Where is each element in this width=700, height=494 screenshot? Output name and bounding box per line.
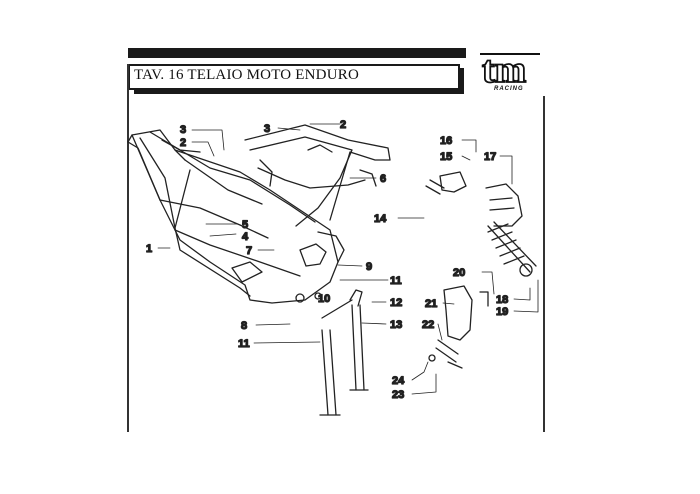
callout-1: 1	[146, 243, 152, 255]
callout-16: 16	[440, 135, 452, 147]
callout-14: 14	[374, 213, 387, 225]
left-border	[127, 64, 129, 432]
callout-23: 23	[392, 389, 404, 401]
rear-subframe	[244, 124, 391, 227]
callout-21: 21	[425, 298, 437, 310]
callout-11b: 11	[390, 275, 402, 287]
logo-mark: tm	[482, 49, 526, 91]
callout-2b: 2	[340, 119, 346, 131]
callout-15: 15	[440, 151, 452, 163]
callout-8: 8	[241, 320, 247, 332]
tm-racing-logo: tm	[480, 48, 540, 92]
callout-22: 22	[422, 319, 434, 331]
callout-24: 24	[392, 375, 405, 387]
callout-13: 13	[390, 319, 402, 331]
callout-6: 6	[380, 173, 386, 185]
callout-5: 5	[242, 219, 248, 231]
callout-labels: 3 2 3 2 1 5 4 7 6 8 11 9 11 10 12 13 14 …	[145, 118, 509, 401]
shock-absorber	[425, 171, 537, 277]
callout-10: 10	[318, 293, 330, 305]
callout-11a: 11	[238, 338, 250, 350]
callout-4: 4	[242, 231, 249, 243]
callout-18: 18	[496, 294, 508, 306]
title-shadow-right	[460, 68, 464, 94]
logo-racing-text: RACING	[494, 86, 524, 92]
callout-3b: 3	[264, 123, 270, 135]
callout-12: 12	[390, 297, 402, 309]
side-stand	[319, 289, 369, 416]
callout-9: 9	[366, 261, 372, 273]
right-border	[543, 96, 545, 432]
callout-17: 17	[484, 151, 496, 163]
main-frame	[127, 129, 345, 304]
callout-2a: 2	[180, 137, 186, 149]
callout-3a: 3	[180, 124, 186, 136]
page-title: TAV. 16 TELAIO MOTO ENDURO	[134, 67, 359, 83]
callout-7: 7	[246, 245, 252, 257]
title-box	[128, 64, 460, 90]
callout-20: 20	[453, 267, 465, 279]
callout-19: 19	[496, 306, 508, 318]
leader-lines	[157, 123, 539, 395]
title-shadow	[134, 90, 464, 94]
header-bar	[128, 48, 466, 58]
footrest-bracket	[428, 285, 489, 369]
